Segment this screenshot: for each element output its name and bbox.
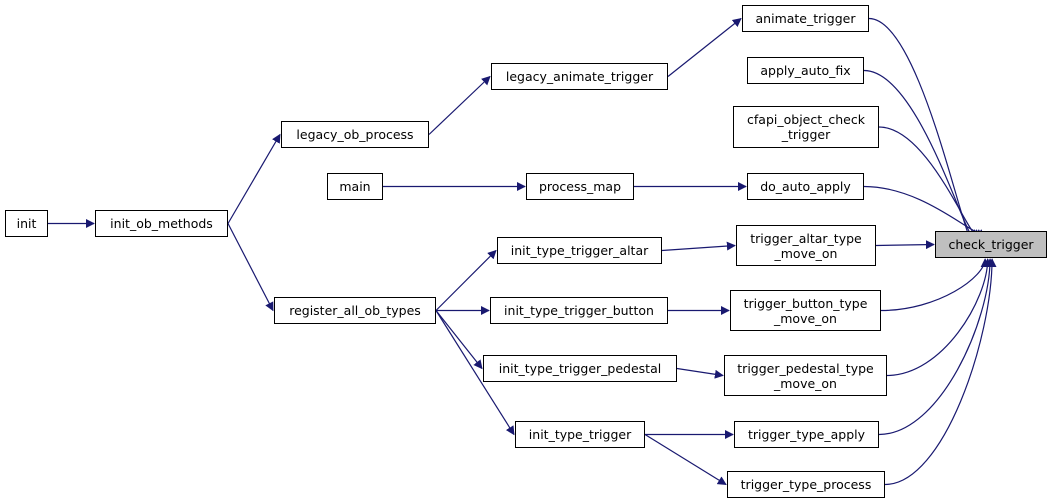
node-trigger-type-apply[interactable]: trigger_type_apply [734,421,879,448]
node-trigger-type-process[interactable]: trigger_type_process [727,471,885,498]
node-label: init_type_trigger_pedestal [498,361,662,376]
node-label: main [339,179,371,194]
node-label: init_ob_methods [110,216,213,231]
node-label: register_all_ob_types [289,303,421,318]
edge-init_ob_methods-to-legacy_ob_process [227,133,281,224]
node-label: init_type_trigger_altar [510,243,649,258]
node-trigger-pedestal-type-move-on[interactable]: trigger_pedestal_type _move_on [724,355,887,396]
node-animate-trigger[interactable]: animate_trigger [742,5,869,32]
edge-trigger_type_apply-to-check_trigger [878,258,995,436]
node-label: trigger_type_apply [747,427,866,442]
node-legacy-animate-trigger[interactable]: legacy_animate_trigger [491,63,668,90]
node-label: cfapi_object_check _trigger [747,112,865,142]
node-trigger-button-type-move-on[interactable]: trigger_button_type _move_on [730,290,881,331]
node-init-type-trigger-pedestal[interactable]: init_type_trigger_pedestal [483,355,677,382]
node-init-type-trigger-altar[interactable]: init_type_trigger_altar [497,237,662,264]
node-label: process_map [538,179,622,194]
node-label: check_trigger [948,237,1034,252]
node-label: trigger_pedestal_type _move_on [737,360,874,391]
edge-trigger_altar_type_move_on-to-check_trigger [875,240,935,250]
edge-trigger_pedestal_type_move_on-to-check_trigger [886,258,993,377]
edge-trigger_button_type_move_on-to-check_trigger [880,258,990,312]
node-label: trigger_altar_type _move_on [750,230,862,261]
edge-register_all_ob_types-to-init_type_trigger [435,310,515,436]
edge-register_all_ob_types-to-init_type_trigger_pedestal [435,310,483,370]
node-process-map[interactable]: process_map [526,173,634,200]
node-init-ob-methods[interactable]: init_ob_methods [95,210,228,237]
edge-legacy_animate_trigger-to-animate_trigger [667,17,742,77]
node-label: apply_auto_fix [760,63,851,78]
node-trigger-altar-type-move-on[interactable]: trigger_altar_type _move_on [736,225,876,266]
node-label: init_type_trigger_button [504,303,654,318]
edge-init_ob_methods-to-register_all_ob_types [227,223,274,312]
edge-register_all_ob_types-to-init_type_trigger_altar [435,249,497,311]
edge-legacy_ob_process-to-legacy_animate_trigger [428,75,491,135]
node-label: init [16,216,37,231]
node-label: legacy_animate_trigger [505,69,654,84]
node-init-type-trigger-button[interactable]: init_type_trigger_button [490,297,668,324]
node-cfapi-object-check-trigger[interactable]: cfapi_object_check _trigger [733,106,879,148]
node-label: trigger_button_type _move_on [743,295,868,326]
edge-apply_auto_fix-to-check_trigger [863,69,982,240]
node-label: do_auto_apply [760,179,851,194]
node-do-auto-apply[interactable]: do_auto_apply [747,173,864,200]
node-label: legacy_ob_process [296,127,414,142]
node-label: init_type_trigger [528,427,632,442]
edge-init_type_trigger_altar-to-trigger_altar_type_move_on [661,241,736,252]
node-main[interactable]: main [327,173,383,200]
node-apply-auto-fix[interactable]: apply_auto_fix [747,57,864,84]
edge-trigger_type_process-to-check_trigger [884,258,997,486]
node-init[interactable]: init [5,210,48,237]
edge-do_auto_apply-to-check_trigger [863,185,986,239]
node-legacy-ob-process[interactable]: legacy_ob_process [281,121,429,148]
node-label: trigger_type_process [740,477,872,492]
edge-init_type_trigger_pedestal-to-trigger_pedestal_type_move_on [676,367,724,379]
node-label: animate_trigger [755,11,856,26]
node-init-type-trigger[interactable]: init_type_trigger [515,421,645,448]
edge-init_type_trigger-to-trigger_type_process [644,433,727,486]
node-register-all-ob-types[interactable]: register_all_ob_types [274,297,436,324]
node-check-trigger: check_trigger [935,231,1047,258]
